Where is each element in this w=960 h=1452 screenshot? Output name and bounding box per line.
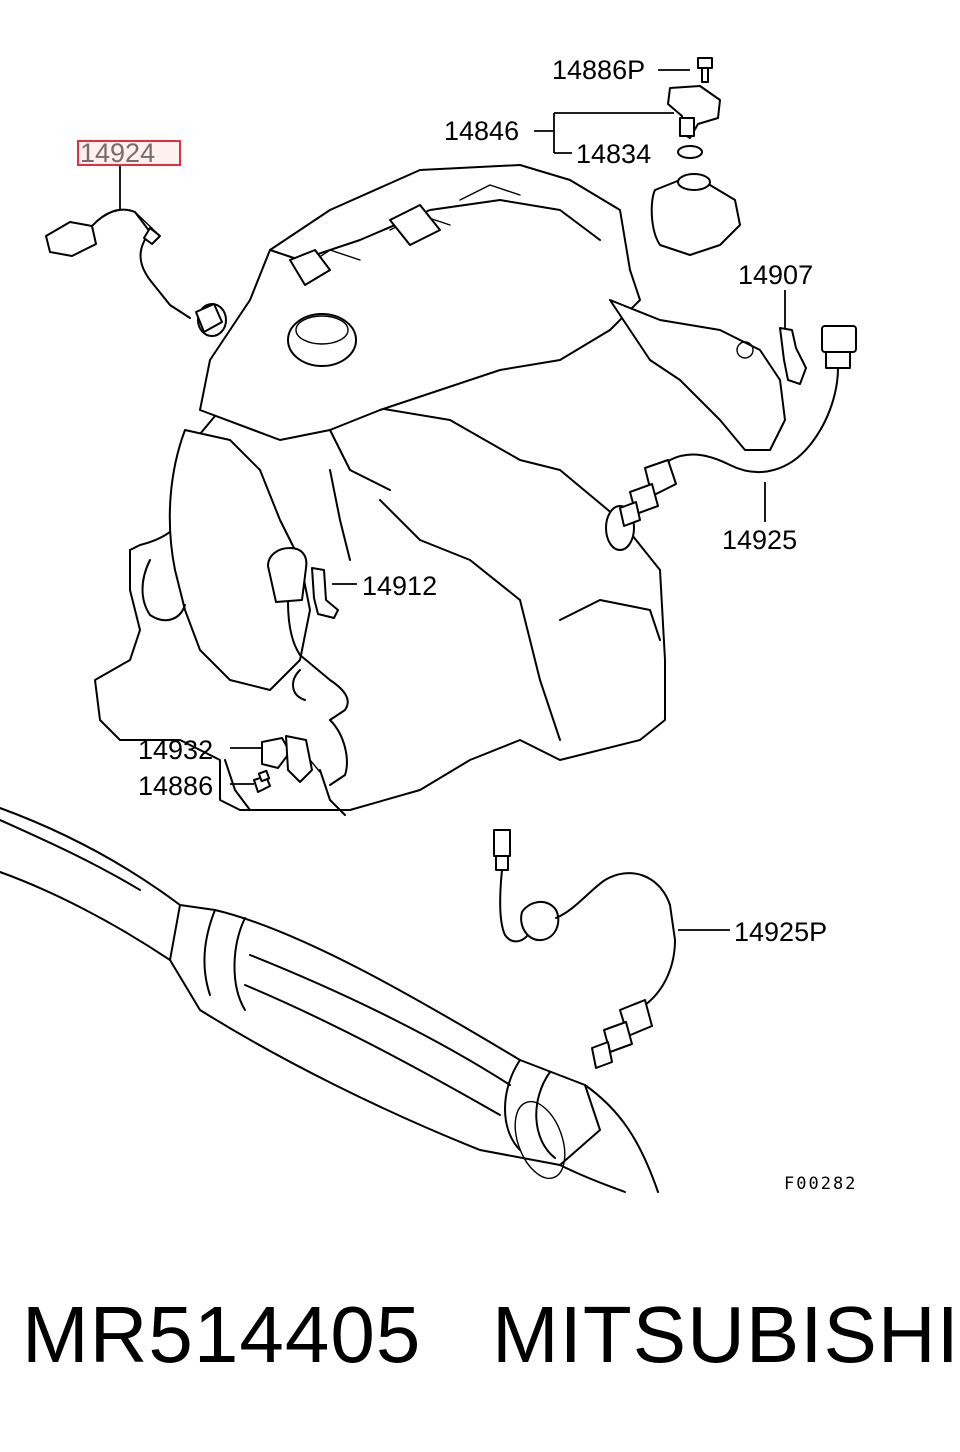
leader-lines	[119, 69, 786, 931]
bolt-14886	[253, 769, 271, 793]
bolt-14886P	[697, 57, 713, 83]
callout-14846[interactable]: 14846	[444, 116, 519, 146]
o-ring-14834	[677, 145, 703, 159]
brand-name: MITSUBISHI	[492, 1290, 960, 1379]
callout-14886P[interactable]: 14886P	[552, 55, 645, 85]
sensor-14924	[45, 208, 227, 337]
callout-14912[interactable]: 14912	[362, 571, 437, 601]
callout-highlight-box	[77, 140, 181, 166]
oxygen-sensor-14925P	[493, 829, 676, 1069]
callout-14932[interactable]: 14932	[138, 735, 213, 765]
sensor-14932	[261, 719, 348, 786]
callout-14924[interactable]: 14924	[80, 138, 155, 168]
caption: MR514405 MITSUBISHI	[0, 1280, 960, 1400]
part-number: MR514405	[22, 1290, 422, 1379]
engine-drawing	[94, 164, 786, 816]
oxygen-sensor-14925	[619, 325, 857, 527]
figure-code: F00282	[784, 1174, 857, 1194]
callout-14925P[interactable]: 14925P	[734, 917, 827, 947]
callout-14886[interactable]: 14886	[138, 771, 213, 801]
callout-14925[interactable]: 14925	[722, 525, 797, 555]
cam-sensor-14846	[667, 85, 721, 139]
bracket-14907	[779, 327, 807, 385]
exhaust-pipe-drawing	[0, 807, 659, 1193]
crank-sensor-14912	[267, 547, 349, 721]
callout-14907[interactable]: 14907	[738, 260, 813, 290]
parts-diagram: 14886P 14846 14834 14924 14907 14925 149…	[0, 55, 857, 1194]
callout-14834[interactable]: 14834	[576, 139, 651, 169]
